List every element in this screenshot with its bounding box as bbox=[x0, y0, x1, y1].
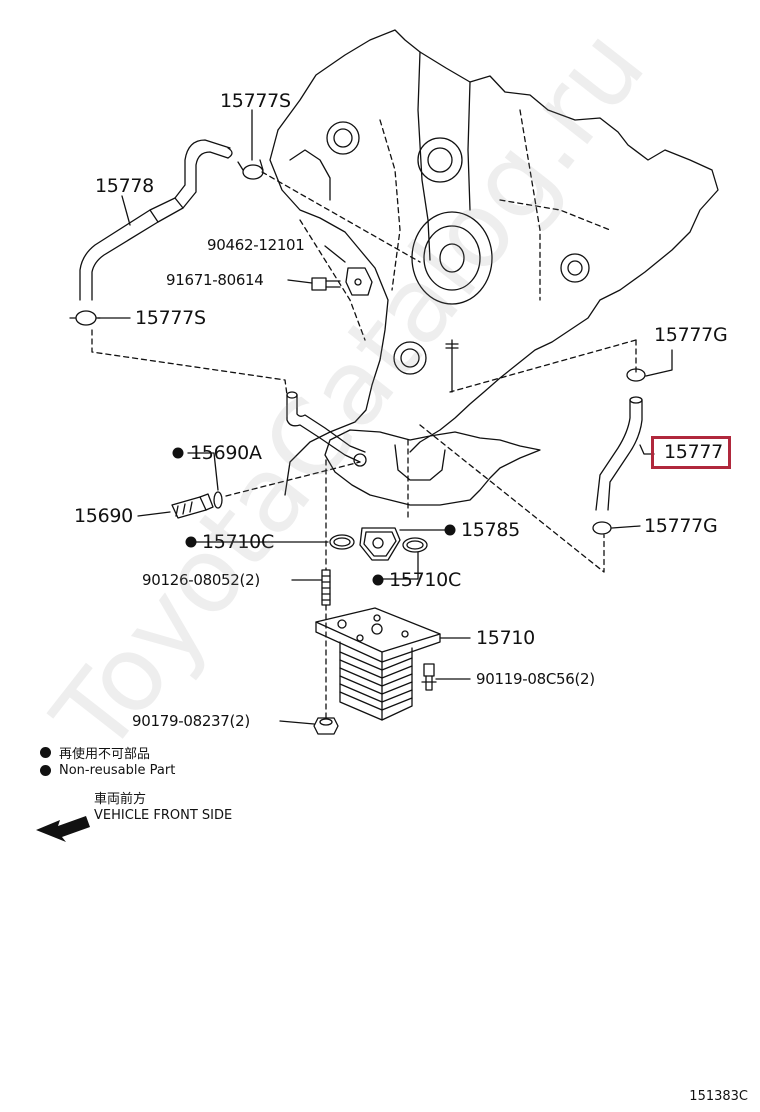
bullet-icon bbox=[40, 747, 51, 758]
legend-jp-text: 再使用不可部品 bbox=[59, 747, 151, 762]
label-15777G-bottom[interactable]: 15777G bbox=[644, 515, 718, 537]
bullet-icon bbox=[40, 765, 51, 776]
leader-lines bbox=[97, 109, 673, 725]
label-15777S-top[interactable]: 15777S bbox=[220, 90, 291, 112]
gasket-15710C-left bbox=[329, 534, 355, 550]
clip-15777S-top bbox=[237, 159, 264, 180]
highlight-box bbox=[651, 436, 731, 469]
label-15777G-top[interactable]: 15777G bbox=[654, 324, 728, 346]
label-15778[interactable]: 15778 bbox=[95, 175, 154, 197]
label-90119-08C56[interactable]: 90119-08C56(2) bbox=[476, 670, 595, 688]
front-side-en: VEHICLE FRONT SIDE bbox=[94, 808, 233, 823]
assembly-lines bbox=[91, 171, 637, 719]
hose-15777 bbox=[592, 368, 646, 535]
label-15710C-right[interactable]: 15710C bbox=[389, 569, 461, 591]
label-15710[interactable]: 15710 bbox=[476, 627, 535, 649]
front-side-jp: 車両前方 bbox=[94, 792, 147, 807]
hose-15778 bbox=[79, 139, 233, 301]
legend-non-reusable-jp: 再使用不可部品 bbox=[40, 743, 150, 762]
label-15690A[interactable]: 15690A bbox=[190, 442, 262, 464]
bolt-90119 bbox=[421, 663, 437, 691]
oil-cooler-15710 bbox=[315, 607, 441, 721]
label-90462-12101[interactable]: 90462-12101 bbox=[207, 236, 305, 254]
label-91671-80614[interactable]: 91671-80614 bbox=[166, 271, 264, 289]
clip-15777S-bottom bbox=[69, 310, 101, 326]
label-90126-08052[interactable]: 90126-08052(2) bbox=[142, 571, 260, 589]
gasket-15785 bbox=[359, 527, 401, 561]
front-arrow-icon bbox=[36, 816, 90, 842]
figure-number: 151383C bbox=[689, 1089, 748, 1104]
gasket-15710C-right bbox=[402, 537, 428, 553]
stud-90126 bbox=[321, 569, 331, 606]
legend-non-reusable-en: Non-reusable Part bbox=[40, 763, 175, 778]
label-15785[interactable]: 15785 bbox=[461, 519, 520, 541]
sensor-15690 bbox=[171, 493, 214, 519]
gasket-15690A bbox=[213, 491, 223, 509]
label-15690[interactable]: 15690 bbox=[74, 505, 133, 527]
oil-pipe bbox=[286, 391, 367, 467]
bolt-91671 bbox=[311, 277, 341, 291]
legend-en-text: Non-reusable Part bbox=[59, 763, 176, 778]
non-reusable-dots bbox=[172, 447, 456, 586]
label-15777S-bottom[interactable]: 15777S bbox=[135, 307, 206, 329]
label-15710C-left[interactable]: 15710C bbox=[202, 531, 274, 553]
nut-90179 bbox=[313, 717, 339, 735]
label-15777[interactable]: 15777 bbox=[664, 441, 723, 463]
label-90179-08237[interactable]: 90179-08237(2) bbox=[132, 712, 250, 730]
timing-cover bbox=[269, 29, 719, 506]
bracket-90462 bbox=[345, 267, 373, 296]
